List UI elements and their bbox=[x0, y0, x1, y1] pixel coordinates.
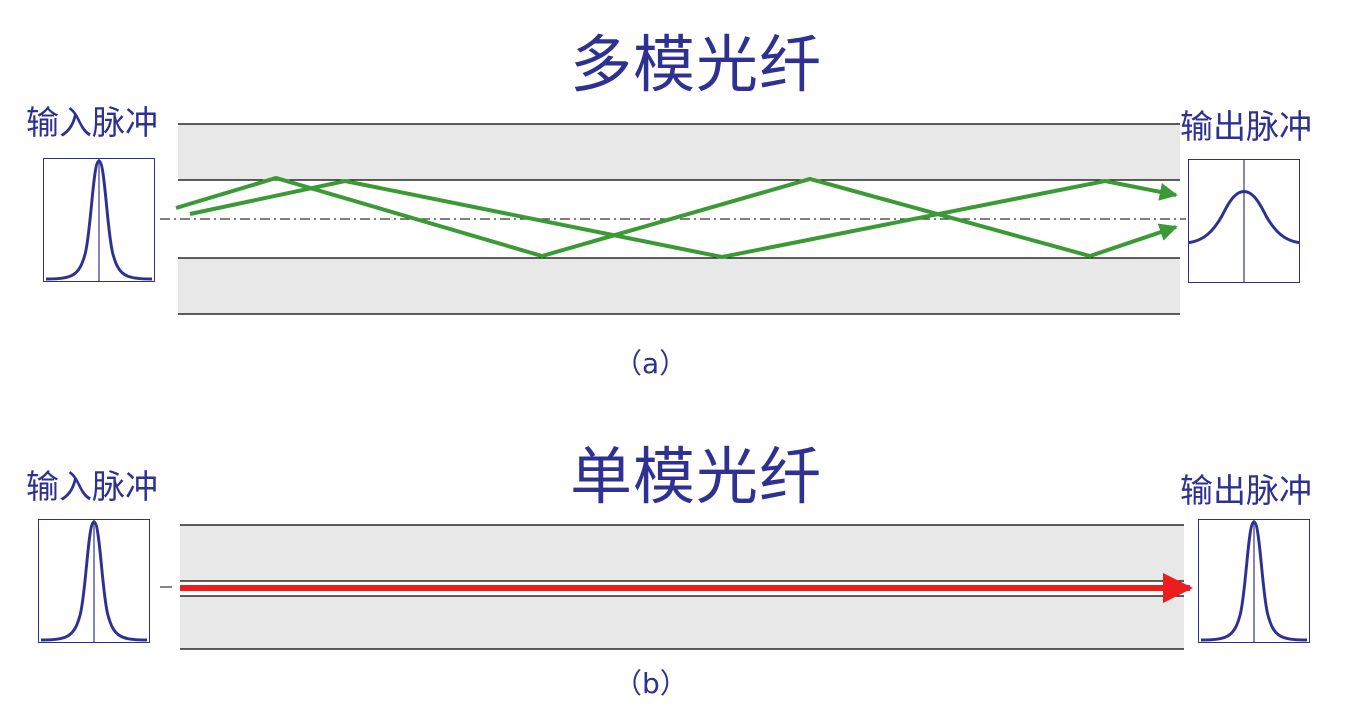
singlemode-lower-cladding bbox=[180, 596, 1184, 649]
multimode-output-pulse-label: 输出脉冲 bbox=[1180, 107, 1312, 146]
multimode-caption: （a） bbox=[614, 347, 688, 380]
multimode-output-pulse-graph bbox=[1188, 159, 1300, 283]
multimode-ray-2 bbox=[189, 178, 1178, 260]
input-pulse-curve bbox=[40, 520, 148, 642]
output-pulse-curve bbox=[1200, 520, 1308, 642]
singlemode-upper-cladding bbox=[180, 525, 1184, 581]
multimode-input-pulse-label: 输入脉冲 bbox=[26, 103, 158, 142]
singlemode-title: 单模光纤 bbox=[570, 440, 823, 513]
input-pulse-curve bbox=[45, 159, 153, 281]
singlemode-input-pulse-graph bbox=[38, 519, 150, 643]
multimode-upper-cladding bbox=[178, 124, 1180, 180]
multimode-ray-1 bbox=[175, 175, 1178, 259]
multimode-input-pulse-graph bbox=[43, 158, 155, 282]
singlemode-input-pulse-label: 输入脉冲 bbox=[26, 467, 158, 506]
singlemode-output-pulse-graph bbox=[1198, 519, 1310, 643]
multimode-title: 多模光纤 bbox=[570, 28, 823, 101]
output-pulse-curve bbox=[1189, 190, 1299, 245]
singlemode-output-pulse-label: 输出脉冲 bbox=[1180, 471, 1312, 510]
singlemode-caption: （b） bbox=[614, 667, 688, 700]
multimode-lower-cladding bbox=[178, 258, 1180, 314]
